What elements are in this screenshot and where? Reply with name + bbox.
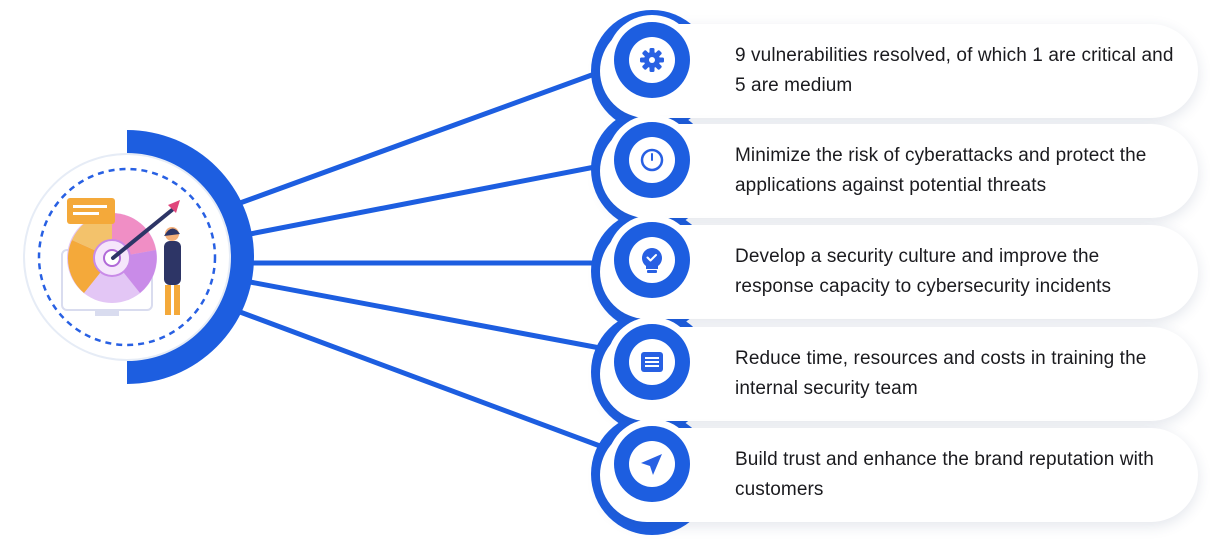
item-card-2: Minimize the risk of cyberattacks and pr… bbox=[600, 124, 1198, 218]
item-card-3: Develop a security culture and improve t… bbox=[600, 225, 1198, 319]
item-card-4: Reduce time, resources and costs in trai… bbox=[600, 327, 1198, 421]
hub-dashed-ring bbox=[37, 167, 217, 347]
connector-line-5 bbox=[237, 309, 603, 449]
security-target-dashboard-illustration bbox=[61, 198, 181, 316]
item-text-5: Build trust and enhance the brand reputa… bbox=[735, 449, 1154, 500]
item-text-3: Develop a security culture and improve t… bbox=[735, 246, 1112, 297]
connector-line-2 bbox=[247, 163, 603, 237]
item-text-4: Reduce time, resources and costs in trai… bbox=[735, 348, 1147, 399]
connector-line-1 bbox=[237, 69, 603, 206]
connector-line-4 bbox=[247, 279, 603, 351]
item-card-5: Build trust and enhance the brand reputa… bbox=[600, 428, 1198, 522]
hub bbox=[23, 130, 254, 384]
item-card-1: 9 vulnerabilities resolved, of which 1 a… bbox=[600, 24, 1198, 118]
item-text-1: 9 vulnerabilities resolved, of which 1 a… bbox=[735, 45, 1174, 96]
item-text-2: Minimize the risk of cyberattacks and pr… bbox=[735, 145, 1147, 196]
connector-lines bbox=[237, 69, 603, 449]
